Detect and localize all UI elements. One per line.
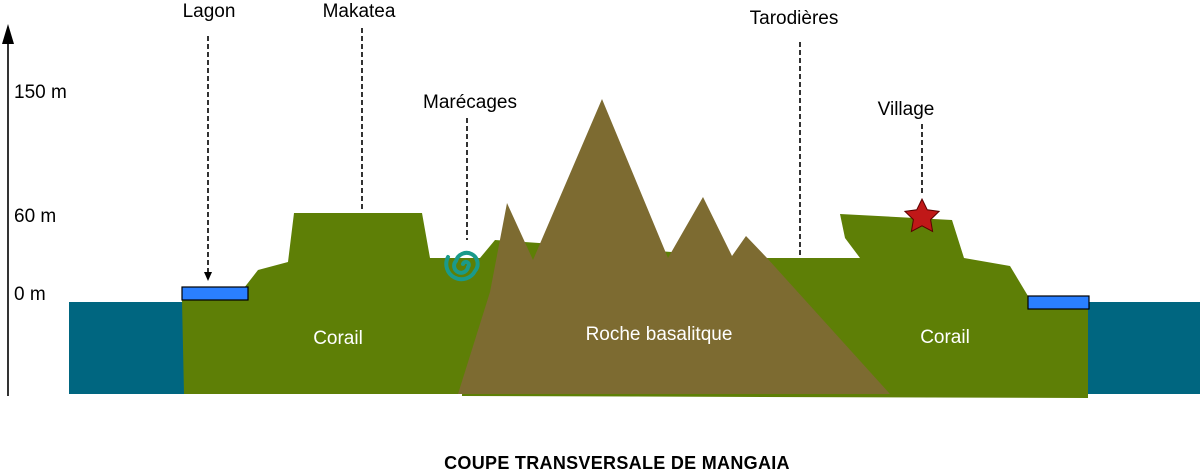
swamp-spiral-icon — [444, 250, 480, 282]
tick-0m: 0 m — [14, 284, 46, 305]
label-lagon: Lagon — [183, 1, 236, 22]
elevation-axis: 150 m 60 m 0 m — [2, 24, 67, 396]
region-corail-right: Corail — [920, 327, 970, 348]
lagoon-right — [1027, 295, 1090, 310]
diagram-title: COUPE TRANSVERSALE DE MANGAIA — [444, 453, 790, 470]
region-roche: Roche basalitque — [586, 324, 733, 345]
label-marecages: Marécages — [423, 92, 517, 113]
tick-60m: 60 m — [14, 206, 56, 227]
sea-left — [69, 302, 184, 394]
lagon-arrow-icon — [204, 272, 212, 281]
tick-150m: 150 m — [14, 82, 67, 103]
label-village: Village — [878, 99, 935, 120]
sea-right — [1088, 302, 1200, 394]
label-tarodieres: Tarodières — [750, 8, 839, 29]
village-star-icon — [903, 197, 941, 233]
axis-arrow-icon — [2, 24, 14, 44]
lagoon-left — [181, 286, 249, 301]
label-makatea: Makatea — [323, 1, 396, 22]
basalt-core — [458, 99, 890, 394]
region-corail-left: Corail — [313, 328, 363, 349]
